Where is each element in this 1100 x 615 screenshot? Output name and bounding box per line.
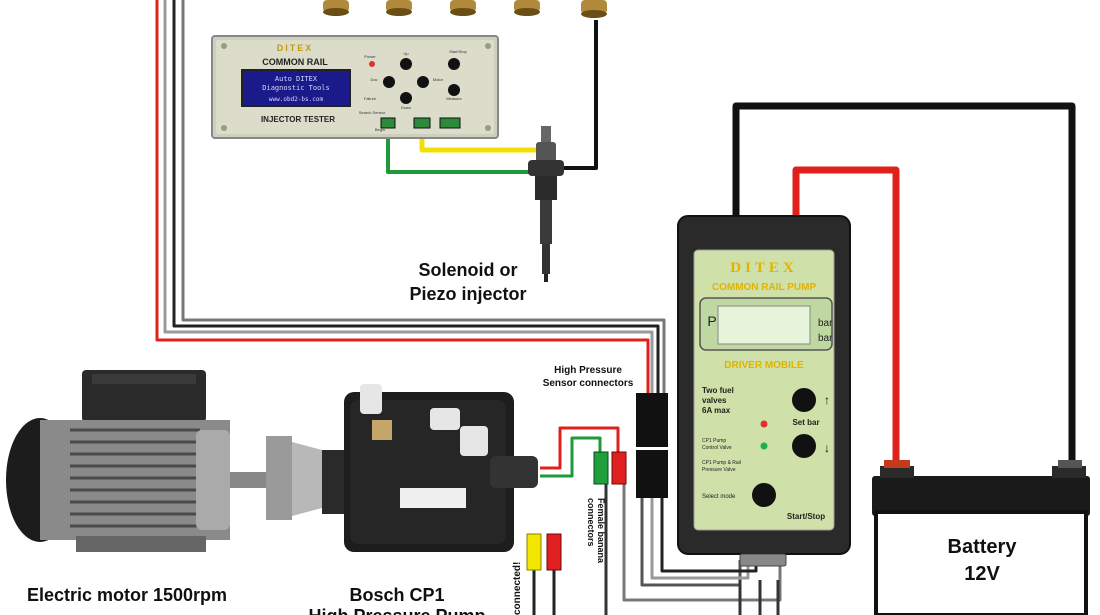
hp-sensor-label-line1: High Pressure [554, 365, 622, 376]
banana-plug-red[interactable] [546, 533, 562, 571]
pump-label-line2: High Pressure Pump [308, 606, 485, 615]
driver-green-led [760, 442, 768, 450]
tester-connector-1[interactable] [380, 117, 396, 129]
hp-sensor-label-line2: Sensor connectors [543, 378, 634, 389]
wire-gray-left-2 [181, 0, 666, 400]
tester-measure-label: Measure [446, 96, 462, 101]
driver-bar-label-1: bar [818, 318, 833, 329]
driver-cp1-rail-line2: Pressure Valve [702, 467, 736, 473]
female-banana-line2: connectors [586, 498, 596, 547]
banana-connector-red[interactable] [611, 451, 627, 485]
rail-fittings [323, 0, 607, 18]
motor-fins [70, 428, 200, 528]
tester-lcd-line1: Auto DITEX [275, 75, 318, 83]
rail-fitting-4 [514, 0, 540, 16]
wire-black-battery [732, 102, 1076, 472]
driver-start-stop-button[interactable] [752, 483, 776, 507]
driver-select-mode-label: Select mode [702, 494, 736, 500]
driver-red-led [760, 420, 768, 428]
driver-up-arrow-icon: ↑ [824, 393, 830, 407]
wire-green-pump [540, 436, 602, 478]
bosch-cp1-pump [292, 384, 538, 552]
female-banana-line1: Female banana [596, 498, 606, 564]
driver-subtitle: DRIVER MOBILE [724, 360, 804, 371]
wire-bottom-2 [650, 495, 750, 580]
tester-left-button[interactable] [383, 76, 395, 88]
driver-up-button[interactable] [792, 388, 816, 412]
injector [528, 126, 564, 282]
battery-label-line2: 12V [964, 563, 1000, 585]
wire-black-injector [560, 20, 598, 170]
tester-connector-2[interactable] [413, 117, 431, 129]
tester-power-label: Power [364, 54, 376, 59]
driver-cp1-line1: CP1 Pump [702, 438, 726, 444]
driver-p-label: P [707, 313, 716, 329]
battery-label-line1: Battery [948, 536, 1018, 558]
rail-fitting-2 [386, 0, 412, 16]
tester-lcd-line3: www.obd2-bs.com [269, 96, 324, 103]
tester-brand: DITEX [277, 43, 314, 53]
tester-motor-label: Motor [433, 77, 444, 82]
tester-title: COMMON RAIL [262, 57, 328, 67]
wire-red-battery [792, 166, 900, 472]
battery-terminal-negative[interactable] [1058, 460, 1082, 468]
pump-driver: DITEX COMMON RAIL PUMP P bar bar DRIVER … [677, 215, 851, 567]
pump-label-line1: Bosch CP1 [349, 585, 444, 605]
hp-sensor-connector-top[interactable] [636, 393, 668, 447]
injector-tester: DITEX COMMON RAIL Auto DITEX Diagnostic … [211, 35, 499, 139]
battery: Battery 12V [872, 460, 1090, 615]
tester-power-led [369, 61, 375, 67]
hp-sensor-connector-bottom[interactable] [636, 450, 668, 498]
rail-fitting-5 [581, 0, 607, 18]
wire-red-left [155, 0, 650, 400]
tester-lcd-line2: Diagnostic Tools [262, 84, 329, 92]
tester-subtitle: INJECTOR TESTER [261, 115, 335, 124]
driver-fuel-valves-line2: valves [702, 396, 727, 405]
tester-up-label: Up [403, 51, 409, 56]
tester-begin-label: Begin [375, 127, 385, 132]
driver-cp1-line2: Control Valve [702, 445, 732, 451]
tester-up-button[interactable] [400, 58, 412, 70]
tester-start-stop-button[interactable] [448, 58, 460, 70]
banana-connector-green[interactable] [593, 451, 609, 485]
driver-brand: DITEX [730, 260, 798, 276]
tester-connector-3[interactable] [439, 117, 461, 129]
driver-title: COMMON RAIL PUMP [712, 282, 817, 293]
tester-measure-button[interactable] [448, 84, 460, 96]
wire-black-left [172, 0, 660, 400]
driver-set-bar-label: Set bar [792, 418, 819, 427]
tester-start-stop-label: Start/Stop [449, 49, 468, 54]
female-banana-label: Female bananaconnectors [586, 498, 606, 564]
wire-green-injector [386, 128, 530, 174]
tester-lcd [241, 69, 351, 107]
wire-bottom-6 [738, 580, 780, 615]
rail-fitting-3 [450, 0, 476, 16]
injector-label-line1: Solenoid or [419, 260, 518, 280]
tester-search-label: Search Sensor [359, 110, 386, 115]
driver-fuel-valves-line1: Two fuel [702, 386, 734, 395]
driver-bar-label-2: bar [818, 333, 833, 344]
motor-label-line1: Electric motor 1500rpm [27, 585, 227, 605]
banana-plug-yellow[interactable] [526, 533, 542, 571]
driver-cp1-rail-line1: CP1 Pump & Rail [702, 460, 741, 466]
driver-start-stop-label: Start/Stop [787, 512, 825, 521]
wire-red-pump [540, 426, 620, 470]
driver-fuel-valves-line3: 6A max [702, 406, 731, 415]
tester-failure-label: Failure [364, 96, 377, 101]
driver-down-button[interactable] [792, 434, 816, 458]
rail-fitting-1 [323, 0, 349, 16]
tester-right-button[interactable] [417, 76, 429, 88]
tester-down-label: Down [401, 105, 411, 110]
wire-gray-left-1 [163, 0, 654, 400]
electric-motor [6, 370, 292, 552]
wire-bottom-5 [622, 482, 782, 602]
tester-down-button[interactable] [400, 92, 412, 104]
battery-terminal-positive[interactable] [884, 460, 910, 468]
driver-down-arrow-icon: ↓ [824, 441, 830, 455]
tester-doc-label: Doc [370, 77, 377, 82]
driver-db-connector[interactable] [739, 553, 787, 567]
not-connected-label: connected! [512, 562, 523, 615]
injector-label-line2: Piezo injector [409, 284, 526, 304]
